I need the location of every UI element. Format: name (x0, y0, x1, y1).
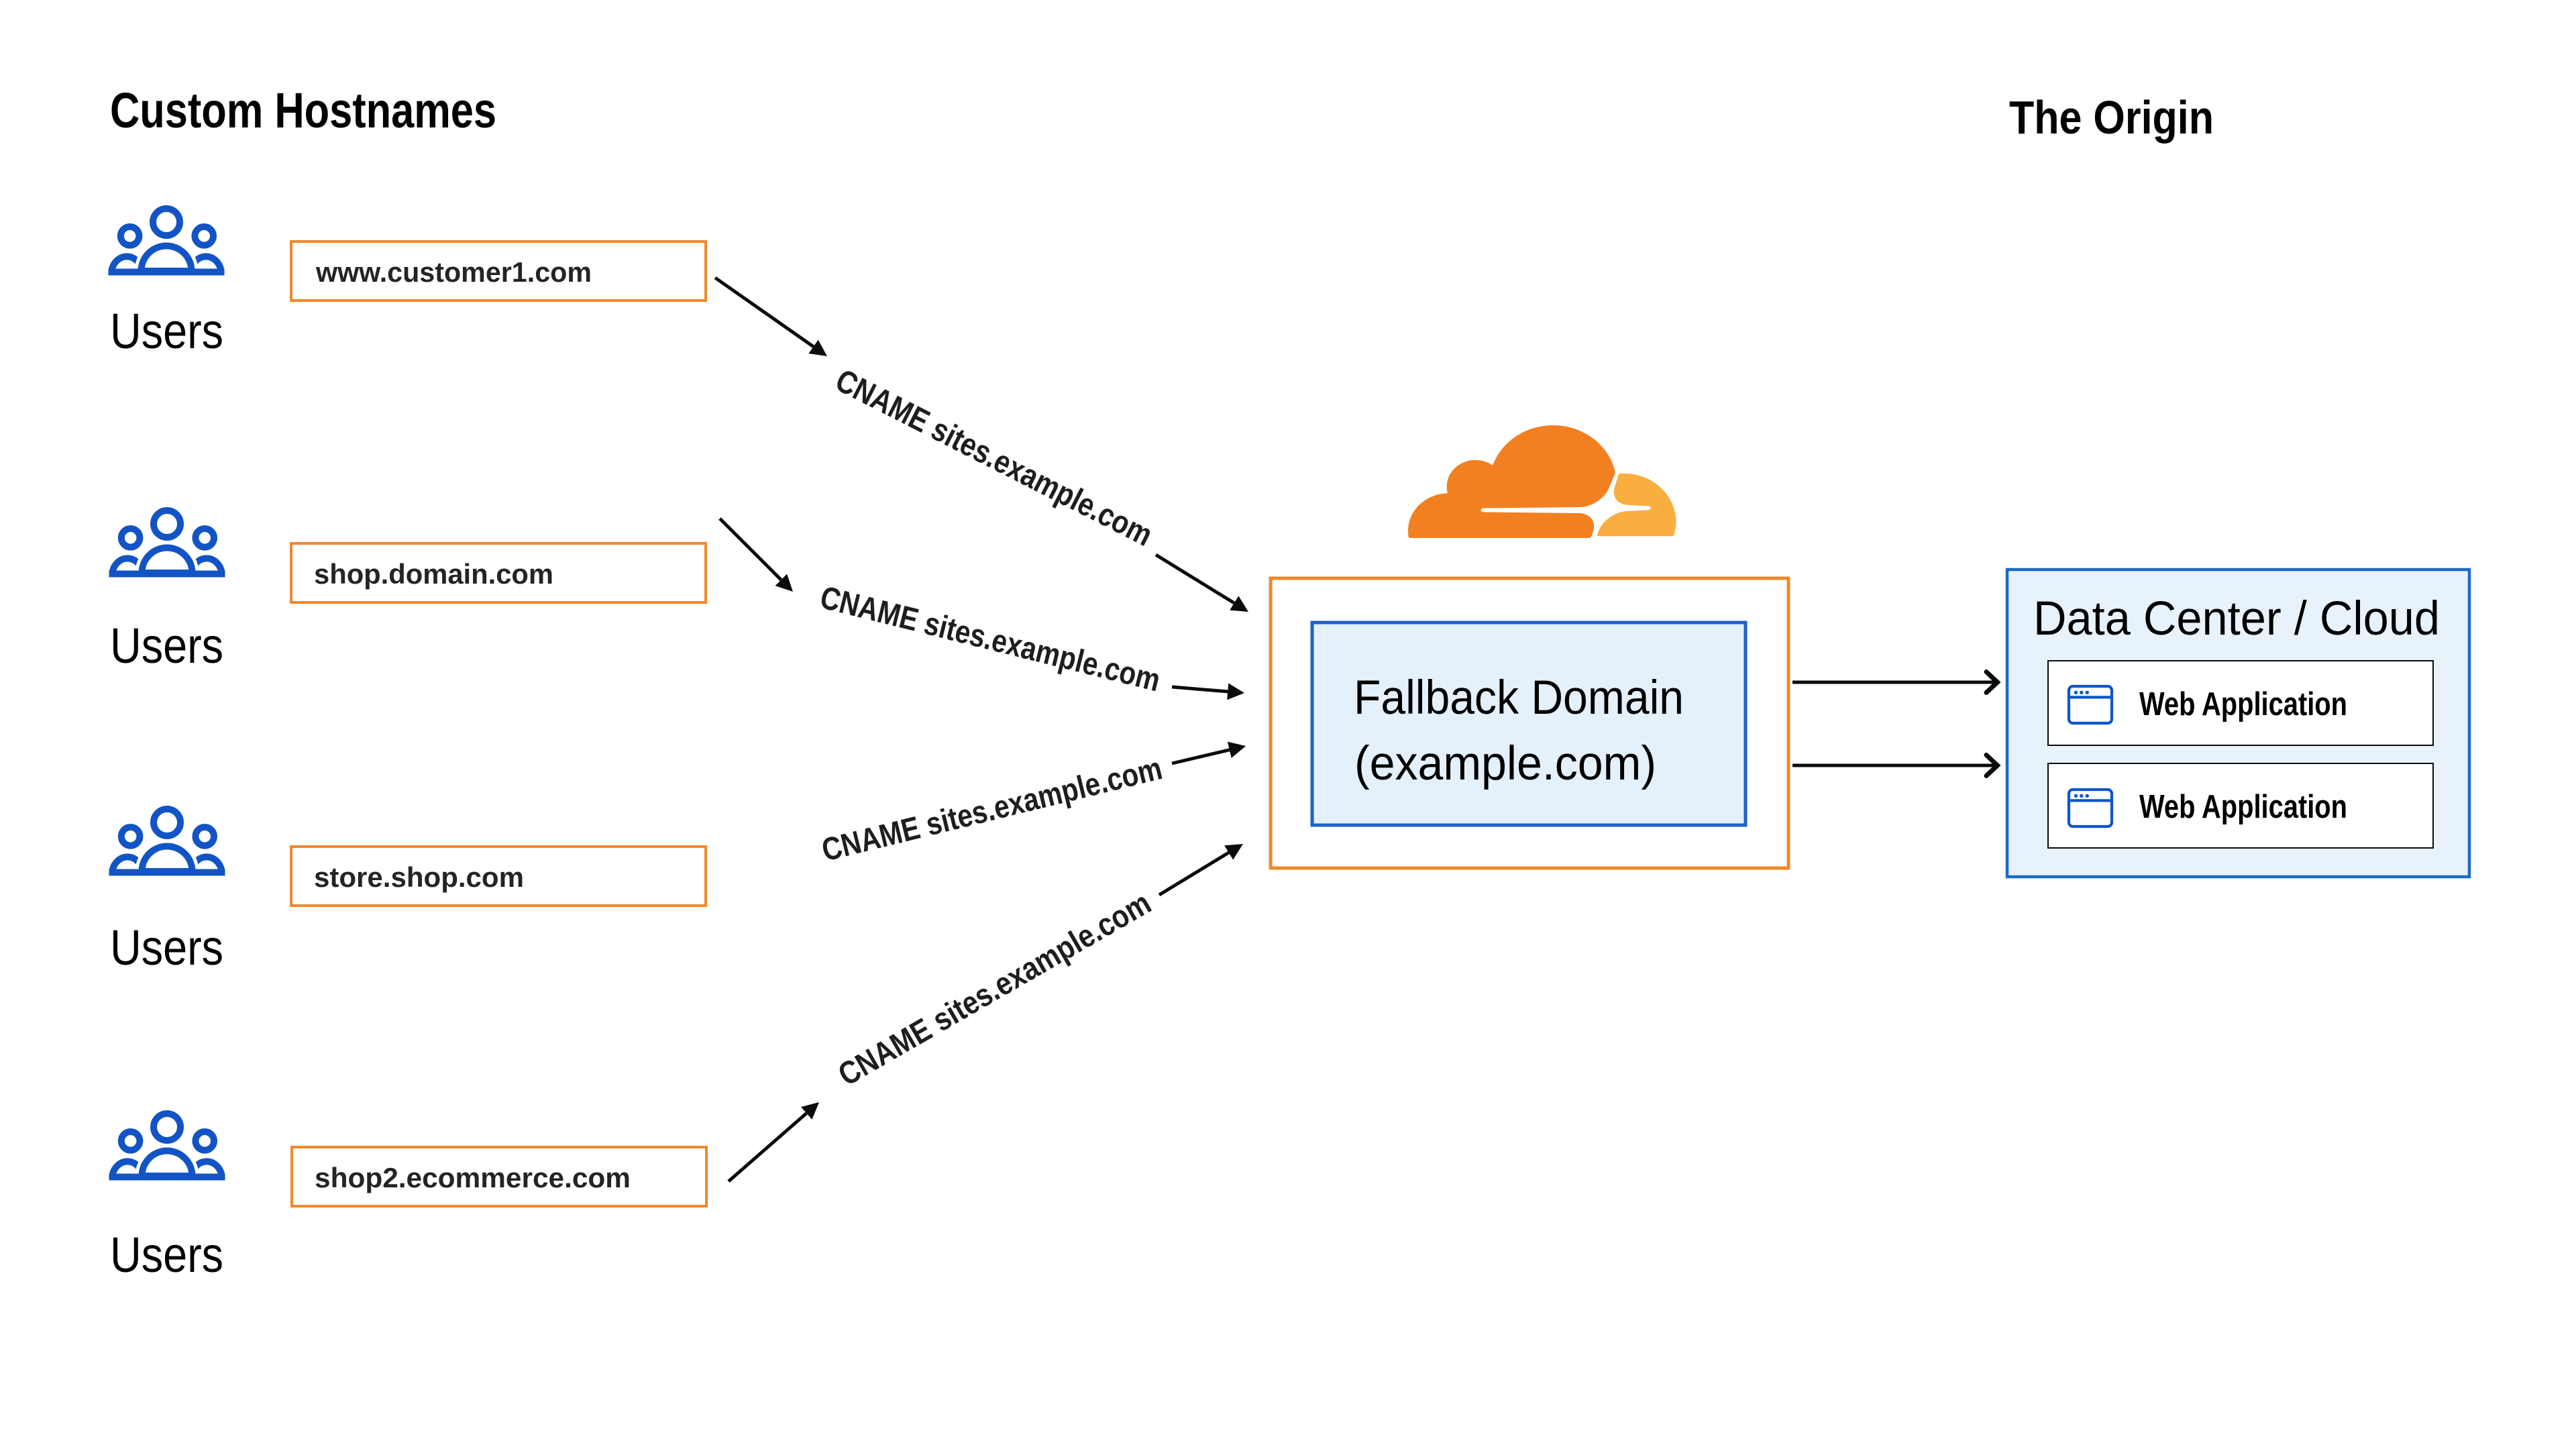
svg-text:shop2.ecommerce.com: shop2.ecommerce.com (315, 1162, 631, 1193)
svg-text:Web Application: Web Application (2139, 686, 2347, 722)
svg-text:Users: Users (110, 920, 223, 975)
svg-text:Users: Users (110, 303, 223, 359)
svg-text:CNAME sites.example.com: CNAME sites.example.com (830, 363, 1158, 553)
svg-text:The Origin: The Origin (2009, 91, 2214, 144)
svg-text:Fallback Domain: Fallback Domain (1354, 672, 1684, 724)
svg-text:shop.domain.com: shop.domain.com (314, 558, 553, 590)
svg-text:Users: Users (110, 1227, 223, 1283)
svg-text:Custom Hostnames: Custom Hostnames (110, 83, 496, 138)
svg-text:CNAME sites.example.com: CNAME sites.example.com (833, 885, 1157, 1093)
svg-text:CNAME sites.example.com: CNAME sites.example.com (816, 580, 1163, 698)
svg-text:store.shop.com: store.shop.com (314, 861, 524, 893)
svg-text:(example.com): (example.com) (1354, 737, 1656, 790)
svg-text:CNAME sites.example.com: CNAME sites.example.com (818, 751, 1166, 869)
svg-text:Users: Users (110, 618, 223, 674)
svg-text:Web Application: Web Application (2139, 789, 2347, 825)
svg-text:www.customer1.com: www.customer1.com (315, 256, 592, 288)
svg-text:Data Center / Cloud: Data Center / Cloud (2033, 592, 2440, 645)
